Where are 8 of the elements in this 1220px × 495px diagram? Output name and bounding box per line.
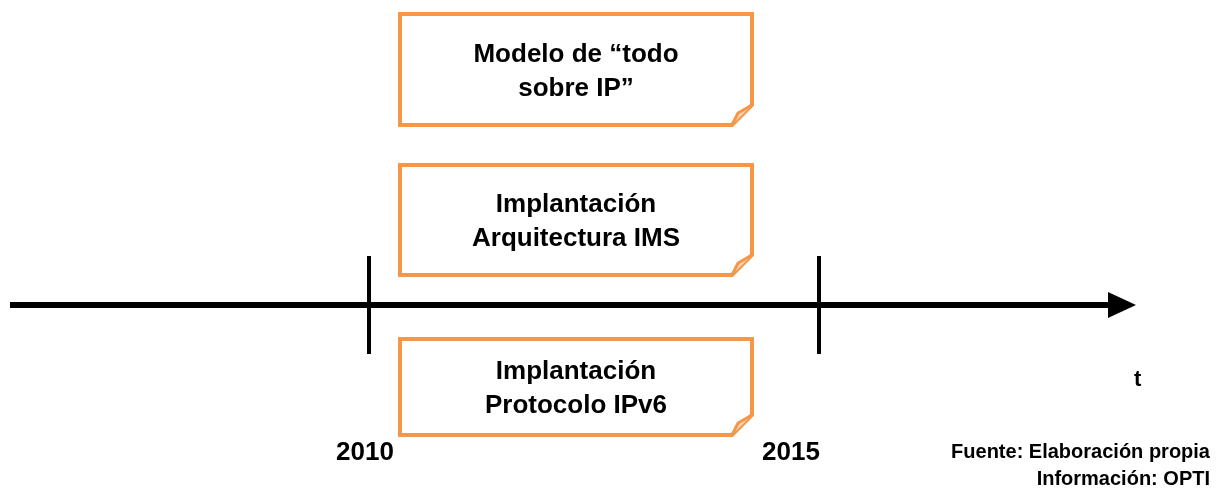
year-label: 2015 (762, 436, 820, 467)
year-label: 2010 (336, 436, 394, 467)
source-note: Fuente: Elaboración propia (951, 440, 1210, 463)
source-note: Información: OPTI (1036, 467, 1210, 490)
box-text: Modelo de “todo sobre IP” (472, 36, 680, 104)
box-text: Implantación Protocolo IPv6 (483, 354, 668, 421)
axis-label: t (1134, 366, 1142, 392)
box-text: Implantación Arquitectura IMS (471, 187, 681, 254)
